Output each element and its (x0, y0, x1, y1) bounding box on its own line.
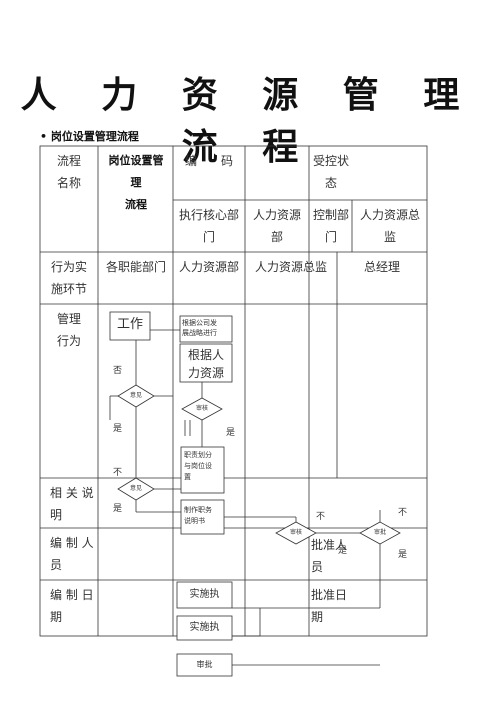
notes-label: 相 关 说 明 (50, 486, 94, 522)
page-title: 人 力 资 源 管 理 流 程 (20, 75, 476, 168)
no-label-2: 不 (113, 468, 123, 478)
duty-plan-box (180, 446, 225, 494)
code-label: 编 码 (184, 154, 233, 168)
yes-label-5: 是 (398, 550, 408, 560)
control-dept: 控制部 门 (312, 208, 349, 244)
implement-1-text: 实施执 (189, 589, 220, 600)
make-duty-text: 制作职务 说明书 (184, 506, 212, 525)
opinion-1-text: 意见 (129, 392, 142, 399)
review-diamond-2 (275, 521, 317, 545)
yes-label-4: 是 (338, 546, 348, 556)
date-label: 编 制 日 期 (50, 588, 94, 624)
editor-label: 编 制 人 员 (50, 536, 94, 572)
duty-plan-text: 职责划分 与岗位设 置 (184, 451, 212, 481)
process-name-label: 流程 名称 (56, 154, 81, 190)
actor-hr-director: 人力资源总监 (254, 260, 327, 274)
basis-hr-text: 根据人 力资源 (187, 348, 224, 380)
implement-3-text: 审批 (196, 660, 213, 669)
no-label-3: 不 (316, 512, 326, 522)
yes-label-2: 是 (226, 428, 236, 438)
no-label-4: 不 (398, 508, 408, 518)
approver-label: 批准人 员 (311, 538, 348, 574)
implement-box-1 (176, 581, 233, 609)
review-1-text: 审核 (195, 405, 208, 412)
basis-plan-text: 根据公司发 展战略进行 (182, 319, 217, 337)
mgmt-label: 管理 行为 (56, 312, 81, 348)
opinion-2-text: 意见 (129, 485, 142, 492)
hr-dept: 人力资源 部 (252, 208, 301, 244)
implement-2-text: 实施执 (189, 622, 220, 633)
yes-label-1: 是 (113, 424, 123, 434)
process-name-value: 岗位设置管 理 流程 (108, 154, 164, 211)
actor-hr-dept: 人力资源部 (178, 260, 239, 274)
basis-hr-box (179, 343, 233, 383)
actor-functional-depts: 各职能部门 (105, 260, 166, 274)
section-subtitle: • 岗位设置管理流程 (40, 130, 139, 143)
implement-box-2 (176, 615, 233, 641)
review-2-text: 审核 (289, 529, 302, 536)
exec-dept: 执行核心部 门 (178, 208, 239, 244)
work-text: 工作 (116, 317, 143, 332)
hr-director: 人力资源总 监 (359, 208, 420, 244)
no-label-1: 否 (113, 366, 123, 376)
basis-plan-box (179, 315, 233, 343)
approve-date-label: 批准日 期 (311, 588, 348, 624)
actor-label: 行为实 施环节 (50, 260, 87, 296)
approve-text: 审批 (373, 529, 386, 536)
work-box (109, 311, 151, 341)
yes-label-3: 是 (113, 504, 123, 514)
actor-general-manager: 总经理 (363, 260, 400, 274)
controlled-label: 受控状 态 (312, 154, 349, 190)
